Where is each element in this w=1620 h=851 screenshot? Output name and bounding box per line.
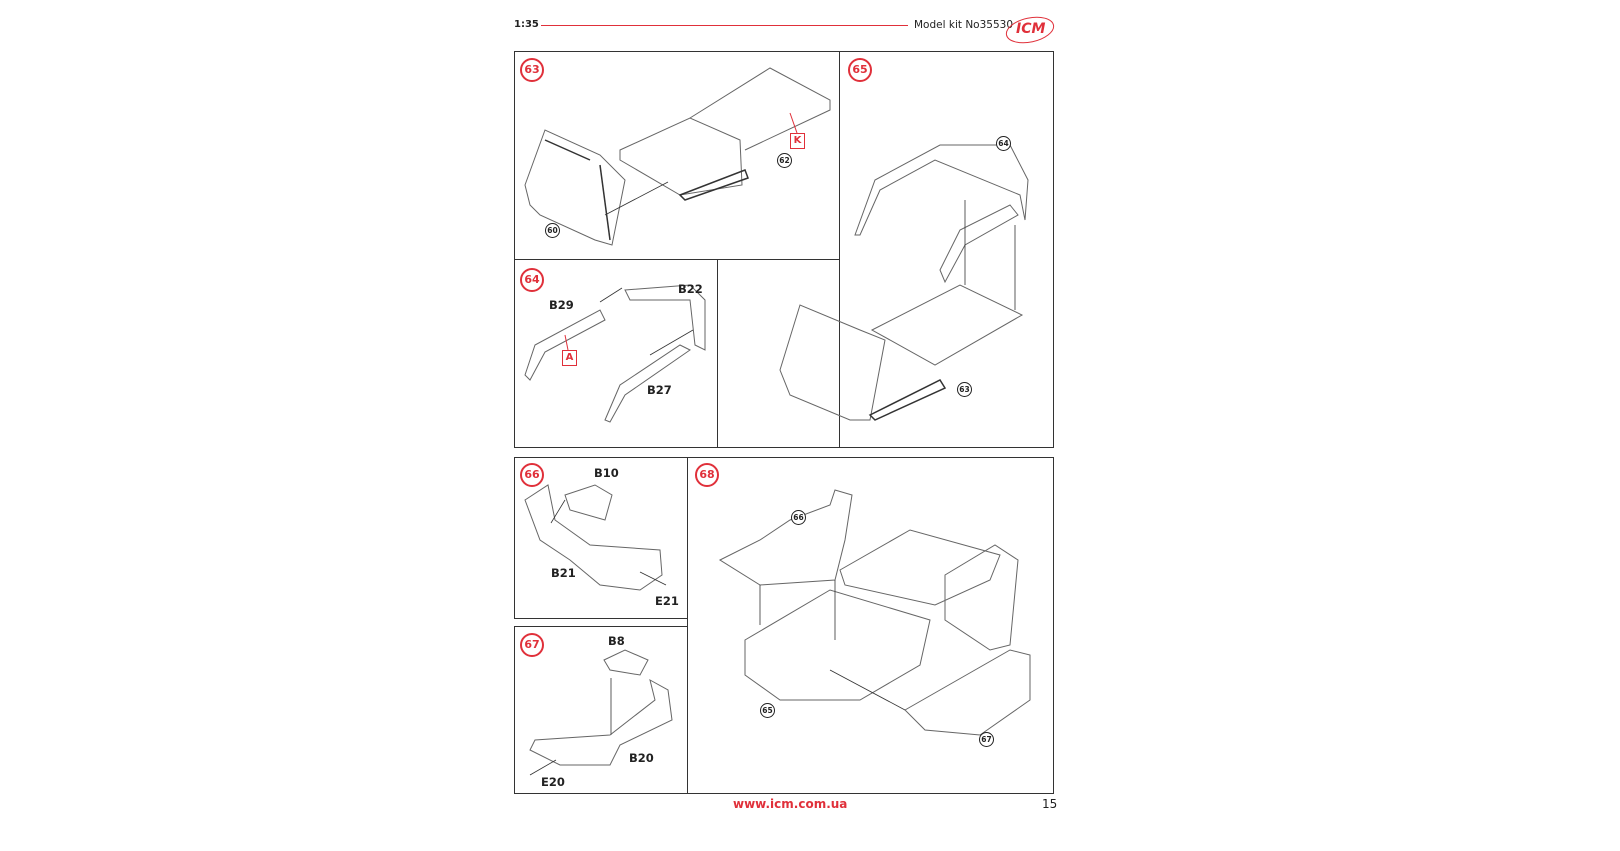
header-divider: [541, 25, 908, 26]
step-number-68: 68: [695, 463, 719, 487]
color-callout-a: A: [562, 350, 577, 366]
part-label-b29: B29: [549, 298, 574, 312]
part-label-e21: E21: [655, 594, 679, 608]
part-label-b8: B8: [608, 634, 625, 648]
part-label-e20: E20: [541, 775, 565, 789]
step-number-65: 65: [848, 58, 872, 82]
part-label-b21: B21: [551, 566, 576, 580]
part-label-b22: B22: [678, 282, 703, 296]
website-link[interactable]: www.icm.com.ua: [733, 797, 848, 811]
part-label-b27: B27: [647, 383, 672, 397]
part-label-b20: B20: [629, 751, 654, 765]
scale-label: 1:35: [514, 19, 539, 30]
subassembly-ref-60: 60: [545, 223, 560, 238]
step-number-66: 66: [520, 463, 544, 487]
step-number-63: 63: [520, 58, 544, 82]
subassembly-ref-63: 63: [957, 382, 972, 397]
part-label-b10: B10: [594, 466, 619, 480]
subassembly-ref-64: 64: [996, 136, 1011, 151]
kit-number: Model kit No35530: [914, 19, 1013, 31]
step-number-64: 64: [520, 268, 544, 292]
step-68-panel: [687, 457, 1054, 794]
step-64-panel: [514, 259, 718, 448]
subassembly-ref-65: 65: [760, 703, 775, 718]
color-callout-k: K: [790, 133, 805, 149]
step-number-67: 67: [520, 633, 544, 657]
subassembly-ref-62: 62: [777, 153, 792, 168]
icm-logo: ICM: [1005, 16, 1055, 44]
subassembly-ref-66: 66: [791, 510, 806, 525]
page-number: 15: [1042, 797, 1058, 811]
subassembly-ref-67: 67: [979, 732, 994, 747]
svg-text:ICM: ICM: [1016, 21, 1045, 37]
